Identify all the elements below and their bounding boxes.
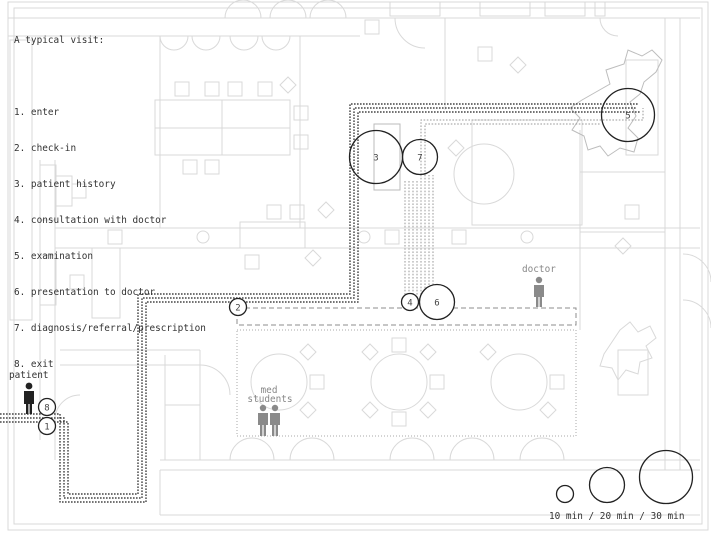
station-6: 6 <box>418 283 456 321</box>
station-2-number: 2 <box>235 304 240 314</box>
station-8-number: 8 <box>44 404 49 414</box>
examination-room-outline <box>569 49 663 157</box>
station-5-number: 5 <box>625 112 630 122</box>
patient-figure <box>24 382 34 414</box>
station-7-number: 7 <box>417 154 422 164</box>
legend-step: 3. patient history <box>14 179 116 190</box>
station-4-number: 4 <box>407 299 412 309</box>
duration-scale <box>555 449 694 505</box>
station-4: 4 <box>400 292 420 312</box>
patient-label: patient <box>9 370 49 381</box>
station-6-number: 6 <box>434 299 439 309</box>
legend-step: 6. presentation to doctor <box>14 287 156 298</box>
legend-step: 5. examination <box>14 251 94 262</box>
scale-circle-10-min <box>555 484 575 504</box>
med-students-label-line2: students <box>247 394 292 405</box>
legend-heading: A typical visit: <box>14 35 105 46</box>
station-3-number: 3 <box>373 154 378 164</box>
legend-step: 4. consultation with doctor <box>14 215 167 226</box>
scale-circle-30-min <box>638 449 694 505</box>
duration-scale-caption: 10 min / 20 min / 30 min <box>549 511 684 522</box>
diagnosis-route <box>404 108 644 301</box>
floor-plan-walls <box>7 0 711 531</box>
station-5: 5 <box>600 87 656 143</box>
scale-circle-20-min <box>588 466 626 504</box>
med-students-label-line1: med <box>261 385 278 396</box>
station-2: 2 <box>228 297 248 317</box>
doctor-label: doctor <box>522 264 556 275</box>
legend-step: 8. exit <box>14 359 54 370</box>
station-7: 7 <box>401 138 439 176</box>
legend-step: 2. check-in <box>14 143 77 154</box>
med-students-figures <box>258 404 280 436</box>
station-8: 8 <box>37 397 57 417</box>
visit-legend: A typical visit: 1. enter 2. check-in 3.… <box>14 11 206 383</box>
legend-step: 7. diagnosis/referral/prescription <box>14 323 206 334</box>
station-3: 3 <box>348 129 404 185</box>
consultation-area <box>236 307 577 326</box>
station-1-number: 1 <box>44 423 49 433</box>
legend-spacer <box>14 71 206 83</box>
doctor-figure <box>533 276 544 307</box>
classroom-area <box>236 329 577 437</box>
station-1: 1 <box>37 416 57 436</box>
history-desk <box>373 123 401 191</box>
patient-path <box>0 103 640 503</box>
legend-step: 1. enter <box>14 107 60 118</box>
